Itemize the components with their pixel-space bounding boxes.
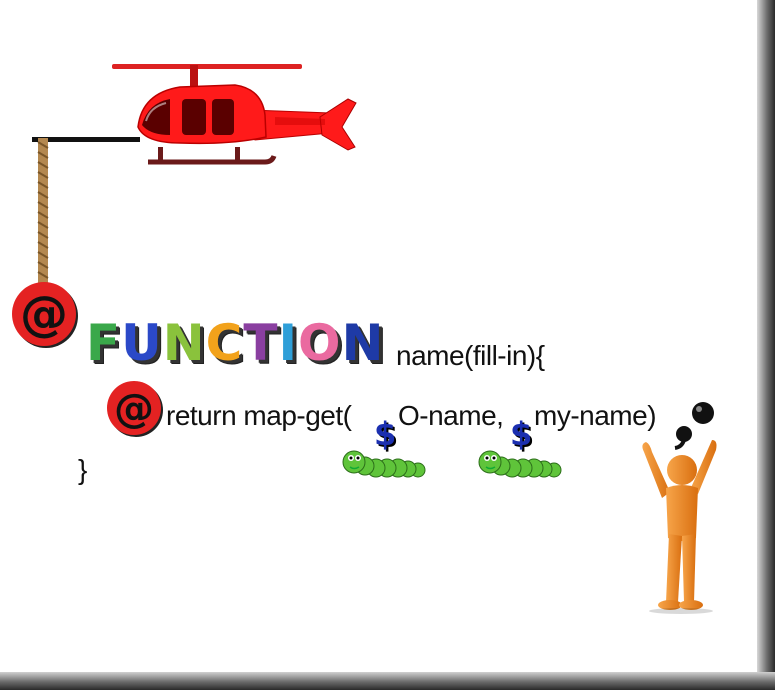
worm-icon: [342, 450, 426, 478]
return-statement: return map-get(: [166, 400, 352, 431]
argument-my-name: my-name): [534, 400, 657, 431]
function-keyword: FUNCTION: [86, 318, 384, 368]
closing-brace: }: [78, 454, 87, 485]
dollar-sign: $: [510, 415, 533, 453]
function-letter: N: [162, 314, 206, 372]
rope-icon: [37, 138, 49, 288]
function-letter: O: [298, 314, 342, 372]
helicopter-icon: [32, 64, 357, 165]
function-letter: U: [121, 314, 163, 372]
function-letter: N: [341, 314, 385, 372]
function-letter: T: [243, 314, 279, 372]
function-letter: C: [205, 314, 244, 372]
function-letter: F: [86, 314, 122, 372]
at-symbol-icon: @: [12, 282, 78, 348]
semicolon-icon: [674, 402, 714, 450]
slide-canvas: @ FUNCTION name(fill-in){ @ return map-g…: [12, 64, 717, 614]
dollar-sign: $: [374, 415, 397, 453]
at-symbol-icon: @: [107, 381, 163, 437]
at-symbol-text: @: [114, 386, 154, 432]
frame-shadow-bottom: [0, 672, 775, 690]
frame-shadow-right: [757, 0, 775, 690]
argument-o-name: O-name,: [398, 400, 504, 431]
at-symbol-text: @: [20, 286, 68, 342]
function-signature: name(fill-in){: [396, 340, 545, 371]
function-letter: I: [278, 314, 299, 372]
person-cheering-icon: [642, 440, 717, 614]
worm-icon: [478, 450, 562, 478]
